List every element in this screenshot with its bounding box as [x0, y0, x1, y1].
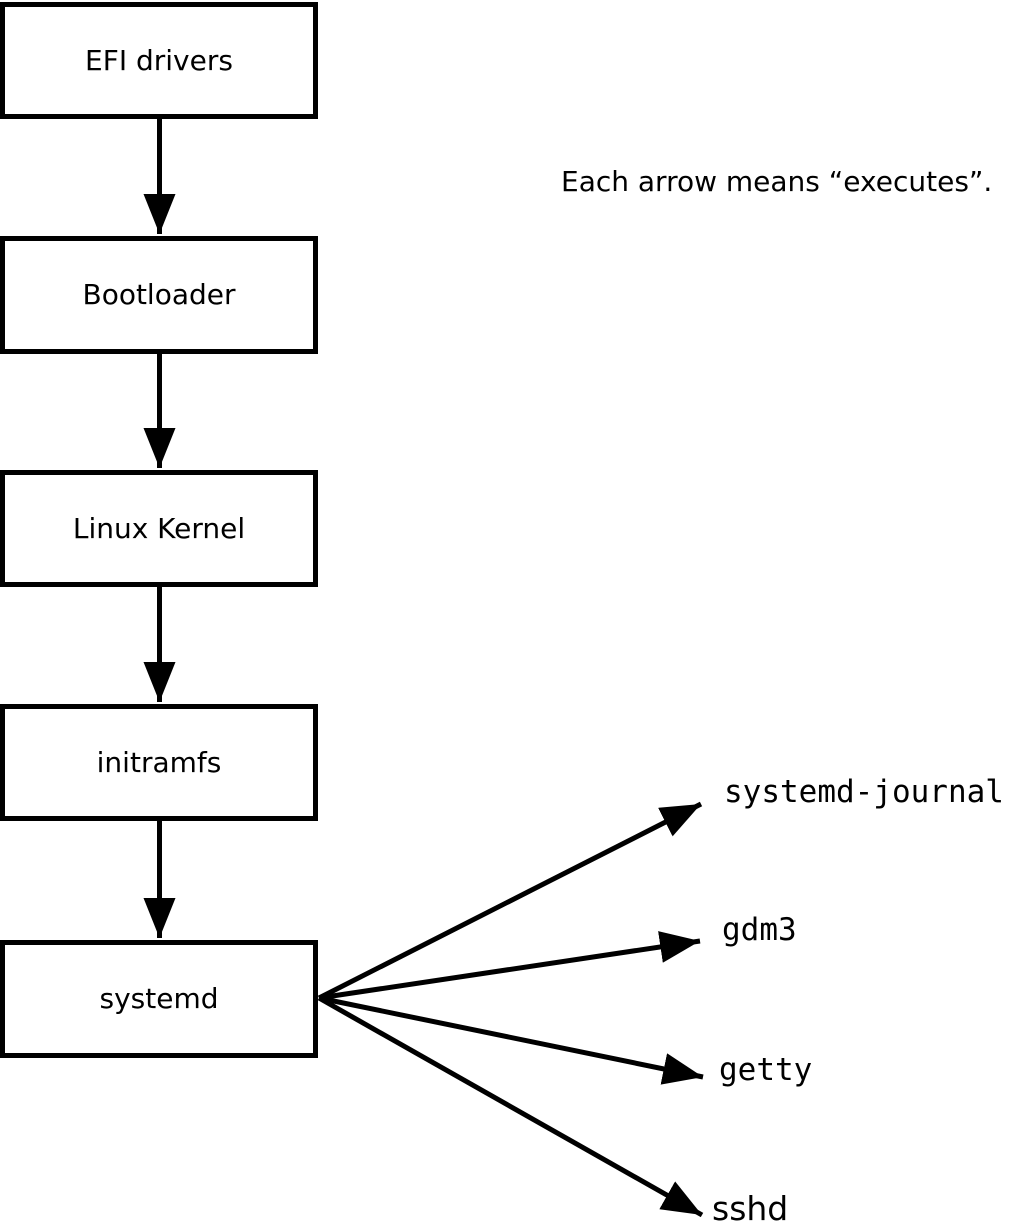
- node-bootloader-label: Bootloader: [82, 278, 236, 311]
- target-sshd: sshd: [712, 1189, 789, 1228]
- arrow-systemd-to-getty: [318, 995, 704, 1085]
- node-systemd-label: systemd: [99, 982, 219, 1015]
- node-efi-drivers-label: EFI drivers: [85, 43, 233, 77]
- arrow-systemd-to-journal: [317, 801, 703, 1001]
- node-linux-kernel: Linux Kernel: [0, 470, 318, 587]
- arrow-systemd-to-gdm3: [318, 931, 701, 1001]
- node-efi-drivers: EFI drivers: [0, 2, 318, 119]
- target-systemd-journal: systemd-journal: [724, 774, 1004, 810]
- arrow-meaning-note: Each arrow means “executes”.: [561, 165, 993, 198]
- node-linux-kernel-label: Linux Kernel: [72, 511, 246, 545]
- arrow-systemd-to-sshd: [317, 995, 704, 1218]
- target-getty: getty: [719, 1052, 813, 1088]
- node-initramfs-label: initramfs: [96, 745, 222, 779]
- node-initramfs: initramfs: [0, 704, 318, 821]
- target-gdm3: gdm3: [722, 912, 797, 948]
- node-bootloader: Bootloader: [0, 236, 318, 354]
- node-systemd: systemd: [0, 940, 318, 1058]
